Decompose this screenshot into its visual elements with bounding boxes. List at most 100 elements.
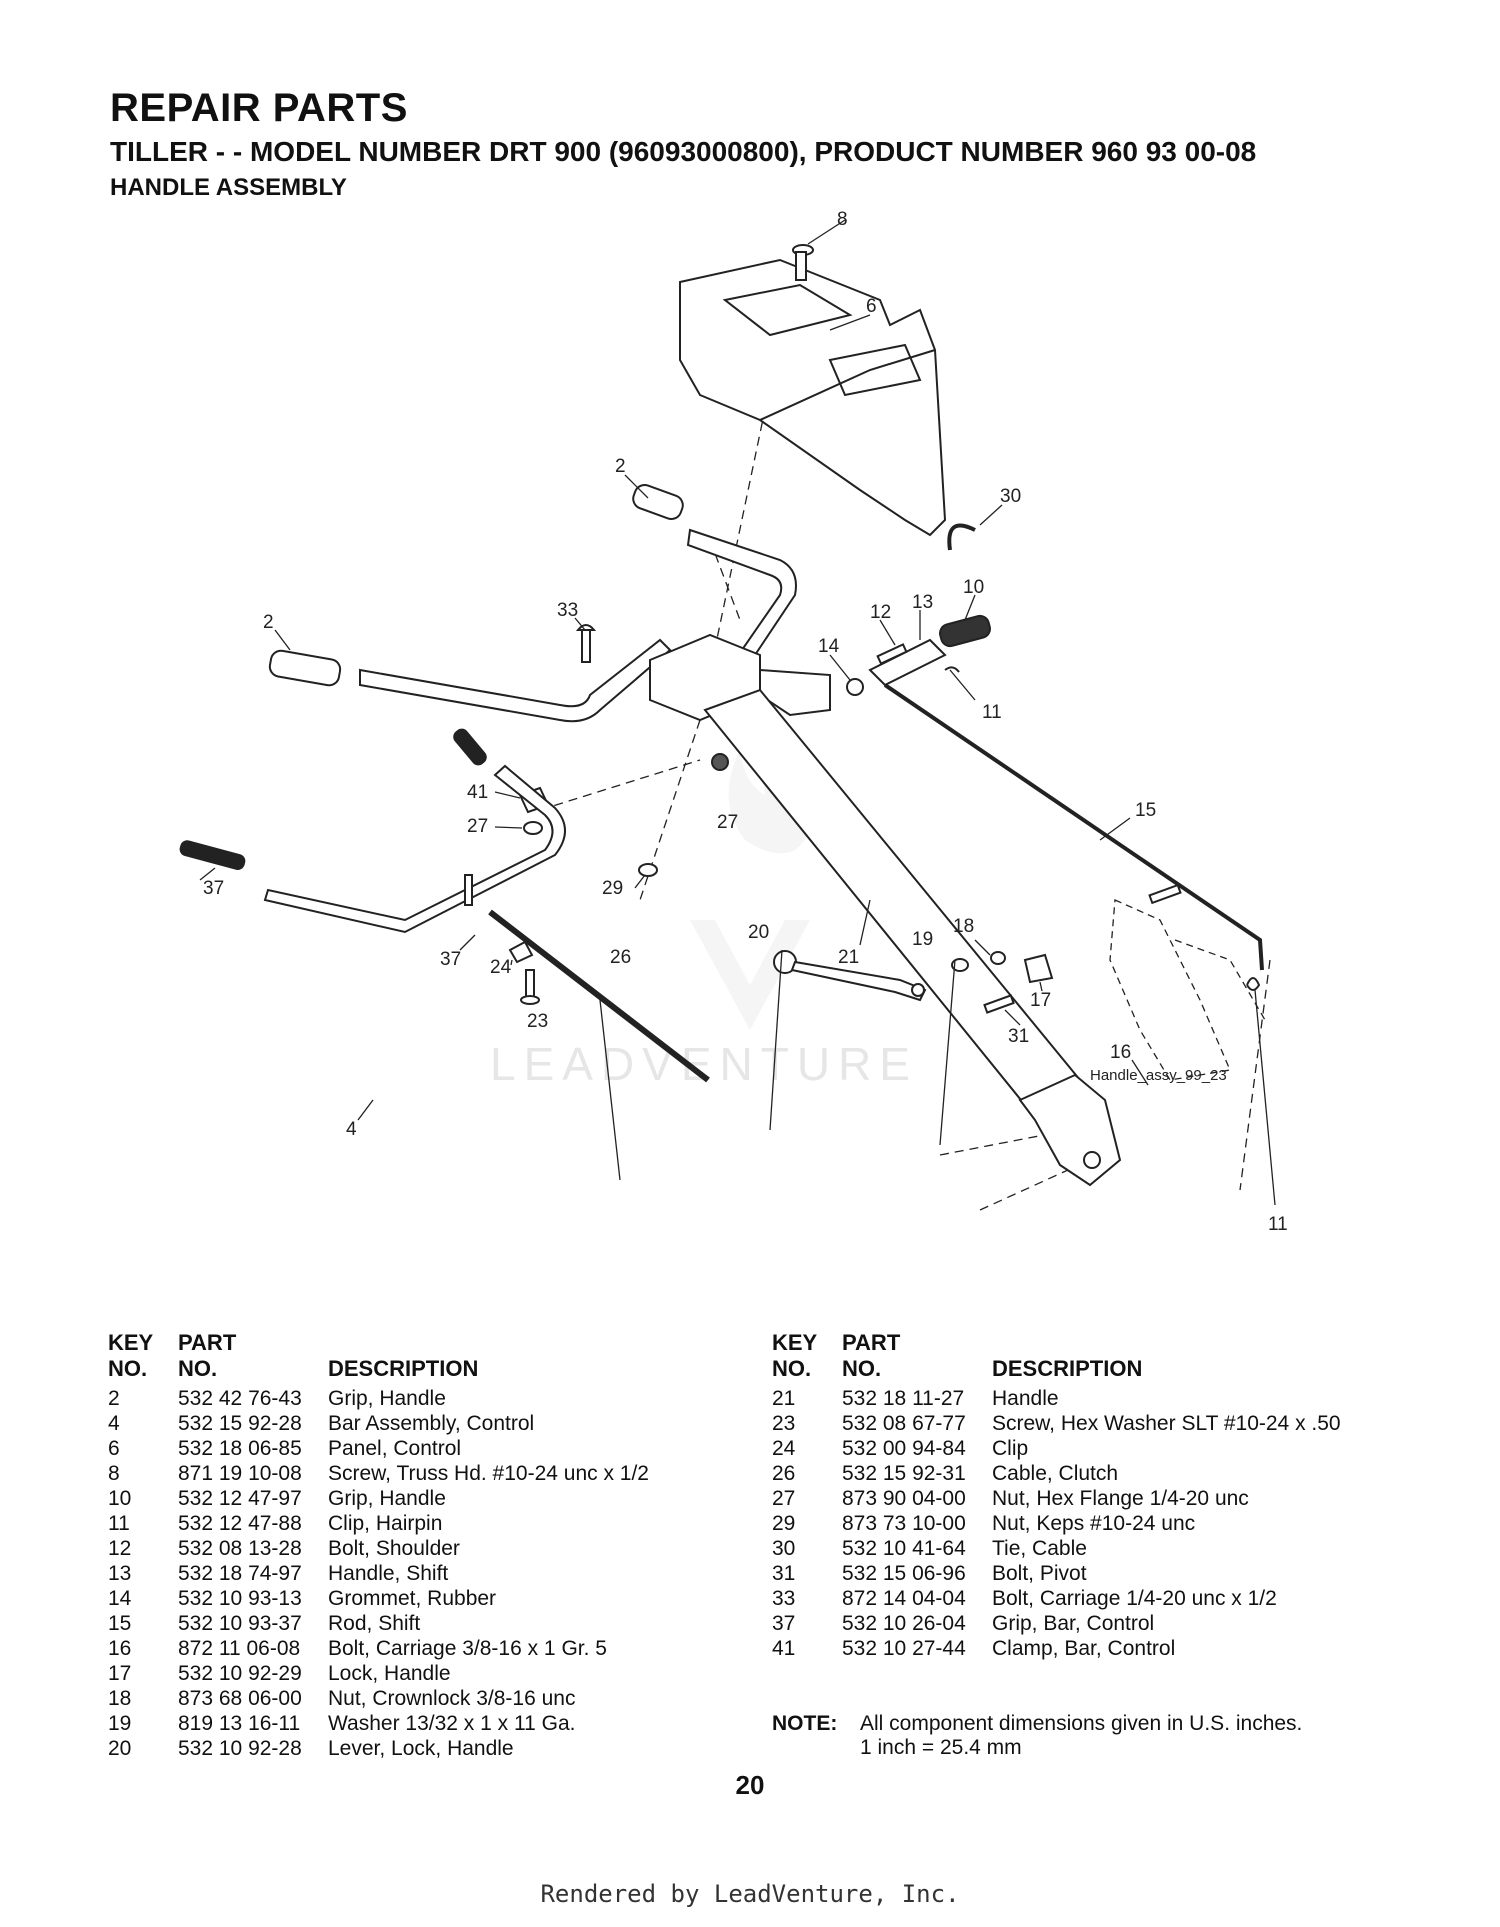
callout-31: 31 [1008,1026,1029,1047]
shift-handle-part [846,614,991,696]
part-no: 871 19 10-08 [178,1462,302,1485]
main-handle-tube [703,688,1122,1187]
note-line2: 1 inch = 25.4 mm [860,1736,1022,1759]
key-no: 6 [108,1437,120,1460]
part-no: 532 10 92-28 [178,1737,302,1760]
control-bar-part [179,728,566,934]
part-description: Clip, Hairpin [328,1512,443,1535]
shift-rod-part [883,683,1264,971]
key-no: 20 [108,1737,132,1760]
part-no: 532 15 06-96 [842,1562,966,1585]
key-no: 24 [772,1437,796,1460]
key-no: 2 [108,1387,120,1410]
callout-13: 13 [912,592,933,613]
part-description: Screw, Hex Washer SLT #10-24 x .50 [992,1412,1341,1435]
callout-30: 30 [1000,486,1021,507]
control-panel-part [679,258,947,537]
cable-tie-part [947,523,976,551]
key-no: 10 [108,1487,132,1510]
callout-10: 10 [963,577,984,598]
callout-8: 8 [837,209,848,230]
handle-assembly-diagram: LEADVENTURE [179,209,1288,1235]
part-description: Washer 13/32 x 1 x 11 Ga. [328,1712,576,1735]
part-no: 532 18 74-97 [178,1562,302,1585]
callout-11-upper: 11 [982,702,1002,723]
callout-19: 19 [912,929,933,950]
callout-24: 24 [490,957,512,978]
part-no: 532 10 93-13 [178,1587,302,1610]
part-header-line1: PART [178,1330,237,1355]
key-no: 11 [108,1512,130,1535]
callout-18: 18 [953,916,974,937]
pivot-hardware [951,883,1182,1014]
part-no: 532 08 13-28 [178,1537,302,1560]
carriage-bolt-part [575,624,597,663]
keps-nut-part [638,863,658,877]
key-no: 31 [772,1562,796,1585]
key-no: 18 [108,1687,132,1710]
section-title: HANDLE ASSEMBLY [110,174,347,201]
callout-leaders [199,219,1276,1206]
callout-27-left: 27 [467,816,488,837]
key-no: 13 [108,1562,132,1585]
description-header: DESCRIPTION [328,1356,479,1381]
part-description: Grip, Bar, Control [992,1612,1155,1635]
part-description: Handle [992,1387,1059,1410]
key-no: 15 [108,1612,132,1635]
handle-bracket [649,633,831,722]
part-no: 873 90 04-00 [842,1487,966,1510]
part-description: Handle, Shift [328,1562,449,1585]
callout-12: 12 [870,602,891,623]
key-no: 23 [772,1412,796,1435]
part-description: Lever, Lock, Handle [328,1737,514,1760]
part-description: Panel, Control [328,1437,462,1460]
key-header-line2: NO. [108,1356,148,1381]
clip-part [508,940,540,1005]
callout-2-upper: 2 [615,456,626,477]
part-no: 532 10 92-29 [178,1662,302,1685]
part-description: Bolt, Shoulder [328,1537,460,1560]
key-no: 4 [108,1412,120,1435]
part-no: 532 12 47-88 [178,1512,302,1535]
key-no: 8 [108,1462,120,1485]
part-description: Tie, Cable [992,1537,1087,1560]
key-no: 14 [108,1587,132,1610]
part-no: 872 14 04-04 [842,1587,966,1610]
flange-nut-part [711,753,729,771]
key-no: 33 [772,1587,796,1610]
diagram-id-label: Handle_assy_99_23 [1090,1067,1227,1084]
callout-20: 20 [748,922,769,943]
part-description: Clamp, Bar, Control [992,1637,1176,1660]
callout-41: 41 [467,782,488,803]
watermark-logo [690,735,811,1030]
part-no: 532 10 41-64 [842,1537,966,1560]
callout-6: 6 [866,296,877,317]
key-no: 16 [108,1637,132,1660]
part-description: Nut, Crownlock 3/8-16 unc [328,1687,576,1710]
callout-15: 15 [1135,800,1156,821]
model-subtitle: TILLER - - MODEL NUMBER DRT 900 (9609300… [110,136,1257,167]
key-no: 29 [772,1512,796,1535]
part-no: 532 10 93-37 [178,1612,302,1635]
key-header-line1: KEY [772,1330,818,1355]
part-header-line2: NO. [842,1356,882,1381]
part-description: Grommet, Rubber [328,1587,497,1610]
part-description: Grip, Handle [328,1487,446,1510]
part-header-line1: PART [842,1330,901,1355]
key-no: 26 [772,1462,796,1485]
part-description: Rod, Shift [328,1612,421,1635]
callout-4: 4 [346,1119,357,1140]
part-no: 819 13 16-11 [178,1712,301,1735]
callout-14: 14 [818,636,840,657]
key-header-line1: KEY [108,1330,154,1355]
clutch-cable-part [488,909,710,1083]
watermark-text: LEADVENTURE [490,1038,918,1090]
callout-29: 29 [602,878,623,899]
truss-screw-part [792,244,814,281]
key-no: 17 [108,1662,132,1685]
key-no: 37 [772,1612,796,1635]
part-no: 532 15 92-31 [842,1462,966,1485]
lock-lever-part [773,950,927,1002]
key-no: 41 [772,1637,796,1660]
part-no: 532 10 26-04 [842,1612,966,1635]
